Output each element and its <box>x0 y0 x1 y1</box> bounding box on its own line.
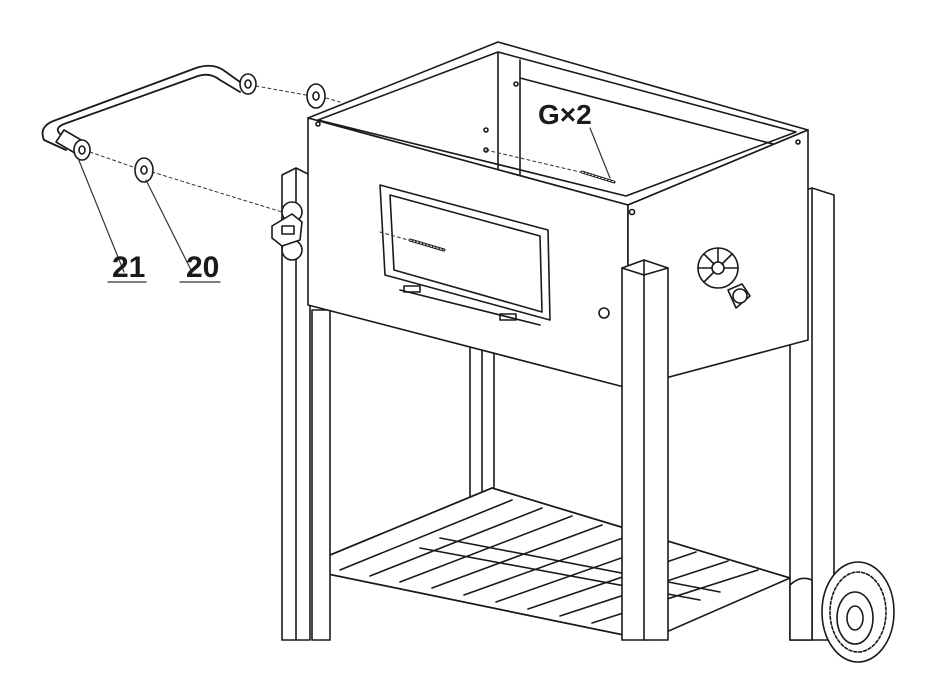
wheel <box>789 561 895 663</box>
firebox <box>307 41 809 389</box>
handle <box>41 64 257 161</box>
front-right-leg <box>621 259 669 641</box>
washer-top <box>306 83 326 109</box>
handle-part-number: 21 <box>112 251 145 284</box>
handle-bracket <box>271 201 303 261</box>
washer-20 <box>134 157 154 183</box>
lower-shelf <box>314 487 791 641</box>
fastener-bolt-2 <box>408 238 446 252</box>
washer-part-number: 20 <box>186 251 219 284</box>
fastener-bolt-1 <box>580 170 616 184</box>
air-vent-icon <box>697 247 751 309</box>
assembly-lines <box>89 85 581 241</box>
fastener-callout: G×2 <box>538 99 592 130</box>
front-left-leg <box>281 167 331 641</box>
leader-lines <box>77 127 611 283</box>
